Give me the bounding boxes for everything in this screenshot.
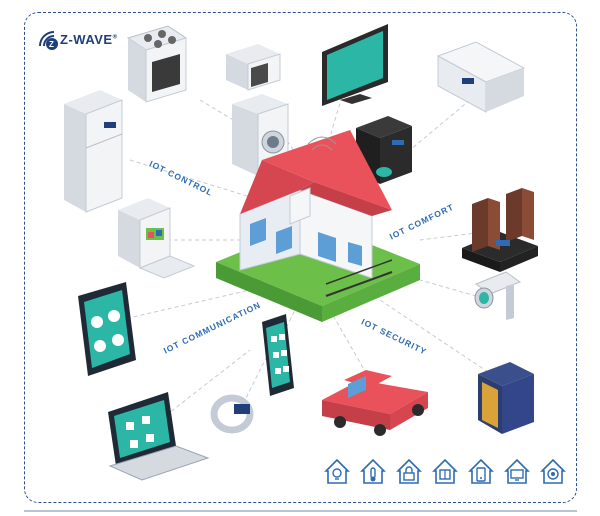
refrigerator-appliance	[64, 90, 123, 213]
brand-name: Z-WAVE®	[60, 31, 118, 47]
smart-house	[216, 130, 420, 322]
television-device	[322, 24, 388, 106]
safe-box	[478, 362, 534, 434]
coffee-maker	[356, 116, 412, 184]
camera-house-icon	[540, 458, 566, 484]
microwave-appliance	[226, 44, 281, 91]
zwave-logo: Z Z-WAVE®	[36, 28, 118, 50]
stove-appliance	[126, 25, 188, 103]
security-camera	[474, 271, 522, 320]
padlock-house-icon	[396, 458, 422, 484]
svg-text:Z: Z	[49, 40, 54, 49]
air-conditioner	[436, 41, 526, 113]
window-house-icon	[432, 458, 458, 484]
dashed-frame	[24, 12, 577, 503]
feature-icon-row	[322, 456, 568, 486]
lightbulb-house-icon	[324, 458, 350, 484]
laptop-device	[108, 392, 210, 481]
smartphone-house-icon	[468, 458, 494, 484]
pickup-truck	[322, 370, 428, 436]
tv-house-icon	[504, 458, 530, 484]
tablet-device	[78, 282, 136, 376]
thermometer-house-icon	[360, 458, 386, 484]
wave-signal-icon: Z	[39, 31, 58, 50]
smart-ring	[210, 394, 254, 434]
speaker-system	[462, 188, 538, 272]
dishwasher-appliance	[118, 198, 196, 279]
divider	[24, 510, 577, 512]
smartphone-device	[262, 314, 294, 396]
